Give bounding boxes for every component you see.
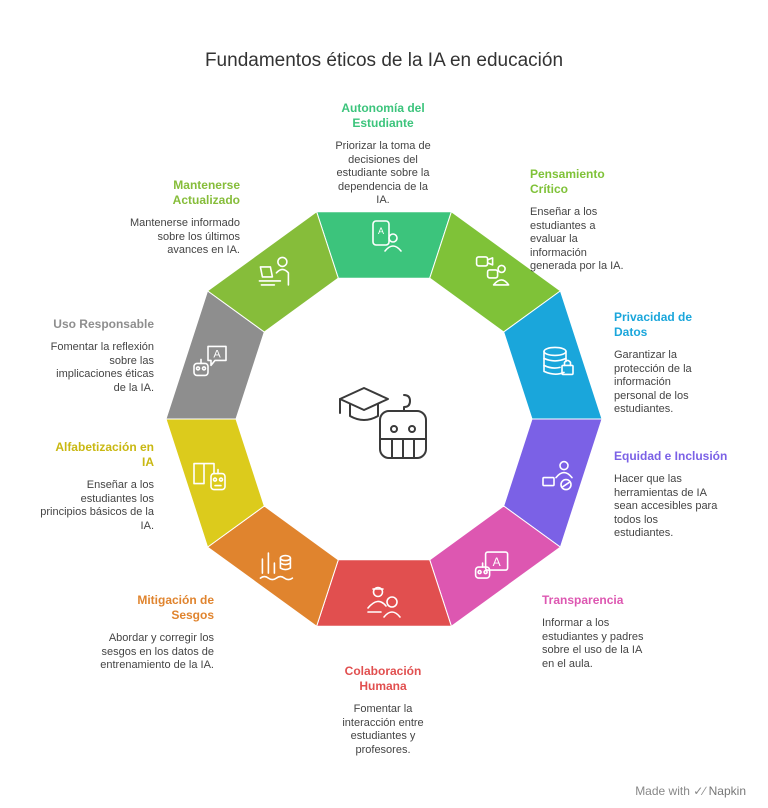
label-equidad: Equidad e Inclusión Hacer que las herram…	[614, 449, 734, 541]
book-robot-icon	[193, 462, 226, 491]
svg-text:A: A	[378, 226, 384, 236]
label-desc: Fomentar la reflexión sobre las implicac…	[50, 341, 154, 394]
label-mitigacion: Mitigación de Sesgos Abordar y corregir …	[100, 593, 214, 673]
label-alfabetizacion: Alfabetización en IA Enseñar a los estud…	[40, 440, 154, 533]
page-title: Fundamentos éticos de la IA en educación	[204, 50, 564, 71]
database-lock-icon	[543, 346, 574, 376]
label-title: Autonomía del Estudiante	[341, 101, 425, 130]
label-desc: Mantenerse informado sobre los últimos a…	[129, 217, 240, 256]
data-chart-icon	[259, 552, 294, 581]
label-title: Mantenerse Actualizado	[172, 178, 240, 207]
people-laptop-icon	[542, 460, 573, 491]
label-autonomia: Autonomía del Estudiante Priorizar la to…	[320, 101, 446, 208]
footer: Made with ✓∕ Napkin	[635, 784, 746, 798]
svg-text:A: A	[213, 348, 221, 360]
label-desc: Priorizar la toma de decisiones del estu…	[335, 140, 431, 206]
video-chat-icon	[475, 256, 510, 286]
napkin-logo-icon: ✓∕	[693, 784, 706, 798]
label-pensamiento: Pensamiento Crítico Enseñar a los estudi…	[530, 167, 640, 274]
teacher-student-icon	[367, 586, 401, 618]
label-desc: Abordar y corregir los sesgos en los dat…	[100, 632, 214, 671]
label-uso: Uso Responsable Fomentar la reflexión so…	[40, 317, 154, 395]
made-with-text: Made with	[635, 784, 690, 798]
label-title: Transparencia	[542, 593, 624, 607]
svg-text:A: A	[493, 555, 501, 569]
label-title: Alfabetización en IA	[55, 440, 154, 469]
brand-name: Napkin	[708, 784, 746, 798]
label-desc: Hacer que las herramientas de IA sean ac…	[614, 473, 718, 539]
label-title: Privacidad de Datos	[614, 310, 693, 339]
label-desc: Garantizar la protección de la informaci…	[614, 349, 692, 415]
label-actualizado: Mantenerse Actualizado Mantenerse inform…	[126, 178, 240, 258]
label-title: Pensamiento Crítico	[530, 167, 605, 196]
graduation-robot-icon	[339, 387, 427, 459]
segment-actualizado	[206, 210, 339, 333]
label-title: Uso Responsable	[53, 317, 154, 331]
label-title: Mitigación de Sesgos	[137, 593, 214, 622]
label-desc: Enseñar a los estudiantes a evaluar la i…	[530, 206, 624, 272]
robot-board-icon: A	[474, 551, 509, 579]
label-title: Colaboración Humana	[344, 664, 422, 693]
label-desc: Informar a los estudiantes y padres sobr…	[542, 617, 644, 670]
label-title: Equidad e Inclusión	[614, 449, 728, 463]
label-privacidad: Privacidad de Datos Garantizar la protec…	[614, 310, 724, 417]
label-transparencia: Transparencia Informar a los estudiantes…	[542, 593, 662, 671]
label-desc: Fomentar la interacción entre estudiante…	[342, 703, 424, 756]
person-laptop-icon	[258, 256, 290, 286]
label-desc: Enseñar a los estudiantes los principios…	[40, 479, 154, 532]
student-tablet-icon: A	[372, 220, 402, 252]
robot-speech-icon: A	[193, 345, 227, 377]
label-colaboracion: Colaboración Humana Fomentar la interacc…	[320, 664, 446, 757]
